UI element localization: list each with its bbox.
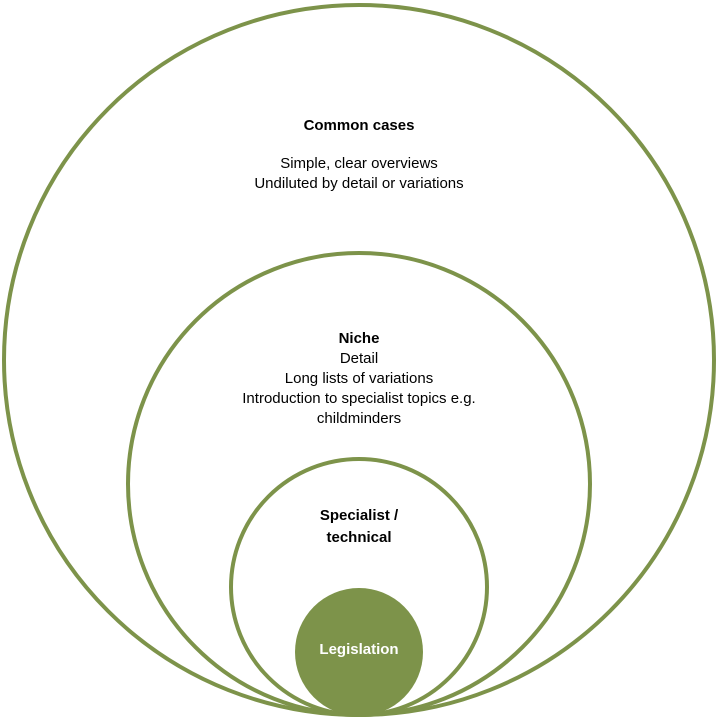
niche-title: Niche [338, 330, 380, 347]
legislation-circle [295, 588, 423, 716]
specialist-title-line: technical [326, 529, 392, 546]
common-cases-label: Common cases Simple, clear overviews Und… [159, 116, 559, 194]
legislation-label: Legislation [319, 641, 399, 658]
niche-label: Niche Detail Long lists of variations In… [209, 329, 509, 429]
specialist-label: Specialist / technical [259, 505, 459, 549]
niche-line: Detail [339, 350, 379, 367]
niche-line: childminders [316, 410, 402, 427]
common-cases-line: Simple, clear overviews [280, 155, 438, 172]
common-cases-line: Undiluted by detail or variations [254, 175, 464, 192]
specialist-title-line: Specialist / [319, 507, 399, 524]
common-cases-title: Common cases [303, 117, 415, 134]
niche-line: Introduction to specialist topics e.g. [242, 390, 476, 407]
niche-line: Long lists of variations [284, 370, 434, 387]
